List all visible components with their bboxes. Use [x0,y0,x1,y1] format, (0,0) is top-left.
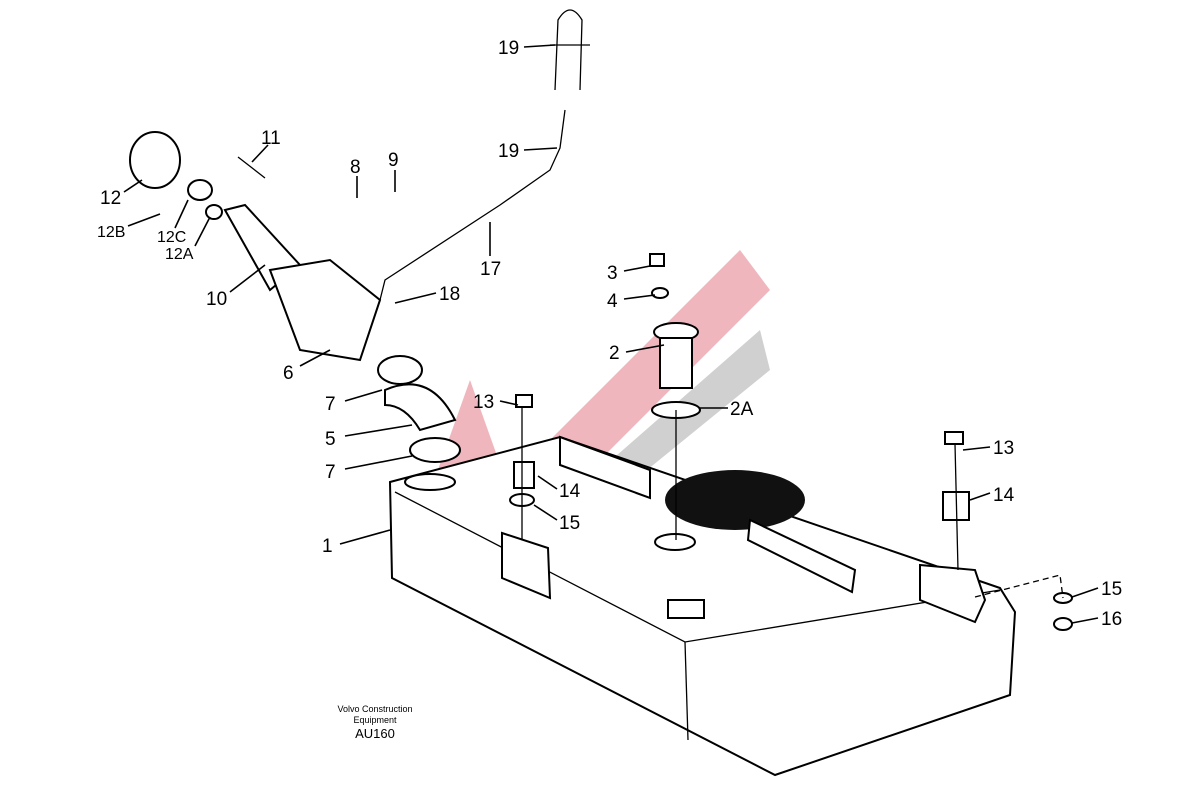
callout-5: 5 [325,429,336,450]
callout-18: 18 [439,284,460,305]
callout-13-right: 13 [993,438,1014,459]
callout-15-left: 15 [559,513,580,534]
callout-2: 2 [609,343,620,364]
callout-12: 12 [100,188,121,209]
callout-14-right: 14 [993,485,1015,506]
callout-15-right: 15 [1101,579,1122,600]
breather-pipe [379,9,590,301]
callout-1: 1 [322,536,333,557]
callout-12b: 12B [97,224,125,241]
callout-8: 8 [350,157,361,178]
fuel-tank [388,435,1017,777]
callout-labels: 19 19 11 8 9 12 12B 12C 12A 10 17 18 3 4… [97,38,1122,630]
callout-11: 11 [261,128,281,149]
sender-unit [509,253,1073,631]
callout-10: 10 [206,289,227,310]
callout-19-mid: 19 [498,141,519,162]
callout-16: 16 [1101,609,1122,630]
callout-9: 9 [388,150,399,171]
callout-12c: 12C [157,229,186,246]
caption-manufacturer: Volvo Construction [337,704,413,714]
callout-17: 17 [480,259,501,280]
callout-4: 4 [607,291,618,312]
callout-6: 6 [283,363,294,384]
callout-3: 3 [607,263,618,284]
diagram-code: AU160 [355,726,395,741]
callout-12a: 12A [165,246,194,263]
diagram-caption: Volvo Construction Equipment AU160 [320,704,430,741]
callout-14-left: 14 [559,481,581,502]
callout-7-upper: 7 [325,394,336,415]
filler-assembly [129,131,461,463]
callout-13-left: 13 [473,392,494,413]
caption-equipment: Equipment [353,715,397,725]
leader-lines [123,44,1099,624]
callout-19-top: 19 [498,38,519,59]
callout-7-lower: 7 [325,462,336,483]
callout-2a: 2A [730,399,754,420]
